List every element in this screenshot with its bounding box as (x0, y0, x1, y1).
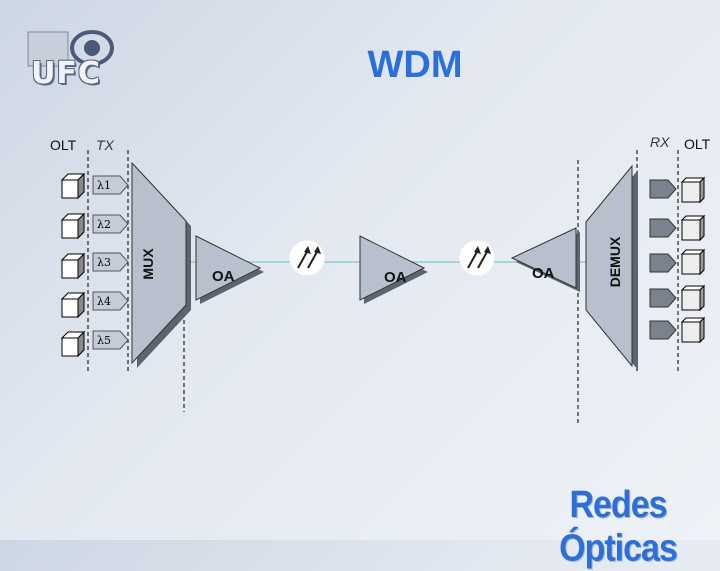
receiver-cube-icon (681, 285, 705, 311)
isolator-icon (289, 240, 325, 276)
mux-block (131, 161, 191, 368)
amplifier-1 (195, 235, 264, 304)
wdm-diagram: λ1 λ2 λ3 λ4 λ5 (61, 150, 705, 426)
wavelength-label: λ5 (97, 334, 111, 347)
receiver-cube-icon (681, 215, 705, 241)
amplifier-2 (359, 235, 428, 304)
wavelength-tag: λ2 (92, 214, 129, 234)
rx-label: RX (650, 134, 670, 150)
transmitter-cube-icon (61, 253, 85, 279)
transmitter-cube-icon (61, 213, 85, 239)
amplifier-label: OA (384, 269, 407, 286)
mux-label: MUX (140, 248, 156, 280)
wavelength-tag: λ1 (92, 175, 129, 195)
ufc-logo-text: UFC (31, 56, 101, 91)
olt-left-label: OLT (50, 137, 77, 153)
receiver-cube-icon (681, 317, 705, 343)
tx-label: TX (96, 137, 114, 153)
wavelength-label: λ4 (97, 295, 111, 308)
olt-right-label: OLT (684, 136, 711, 152)
receiver-cube-icon (681, 249, 705, 275)
wavelength-tag: λ5 (92, 330, 129, 350)
transmitter-cube-icon (61, 173, 85, 199)
output-tag (649, 179, 677, 199)
output-tag (649, 288, 677, 308)
isolator-icon (459, 240, 495, 276)
wavelength-label: λ2 (97, 218, 111, 231)
ufc-logo-emblem-icon (27, 30, 114, 67)
wavelength-label: λ1 (97, 179, 111, 192)
demux-label: DEMUX (607, 236, 623, 288)
transmitter-cube-icon (61, 292, 85, 318)
amplifier-3 (510, 227, 580, 292)
wavelength-tag: λ4 (92, 291, 129, 311)
amplifier-label: OA (532, 265, 555, 282)
output-tag (649, 253, 677, 273)
receiver-cube-icon (681, 177, 705, 203)
slide-title: WDM (367, 44, 463, 86)
wavelength-label: λ3 (97, 256, 111, 269)
output-tag (649, 218, 677, 238)
amplifier-label: OA (212, 268, 235, 285)
transmitter-cube-icon (61, 331, 85, 357)
output-tag (649, 320, 677, 340)
demux-block (585, 164, 638, 370)
footer-brand: Redes Ópticas (559, 483, 678, 570)
wavelength-tag: λ3 (92, 252, 129, 272)
